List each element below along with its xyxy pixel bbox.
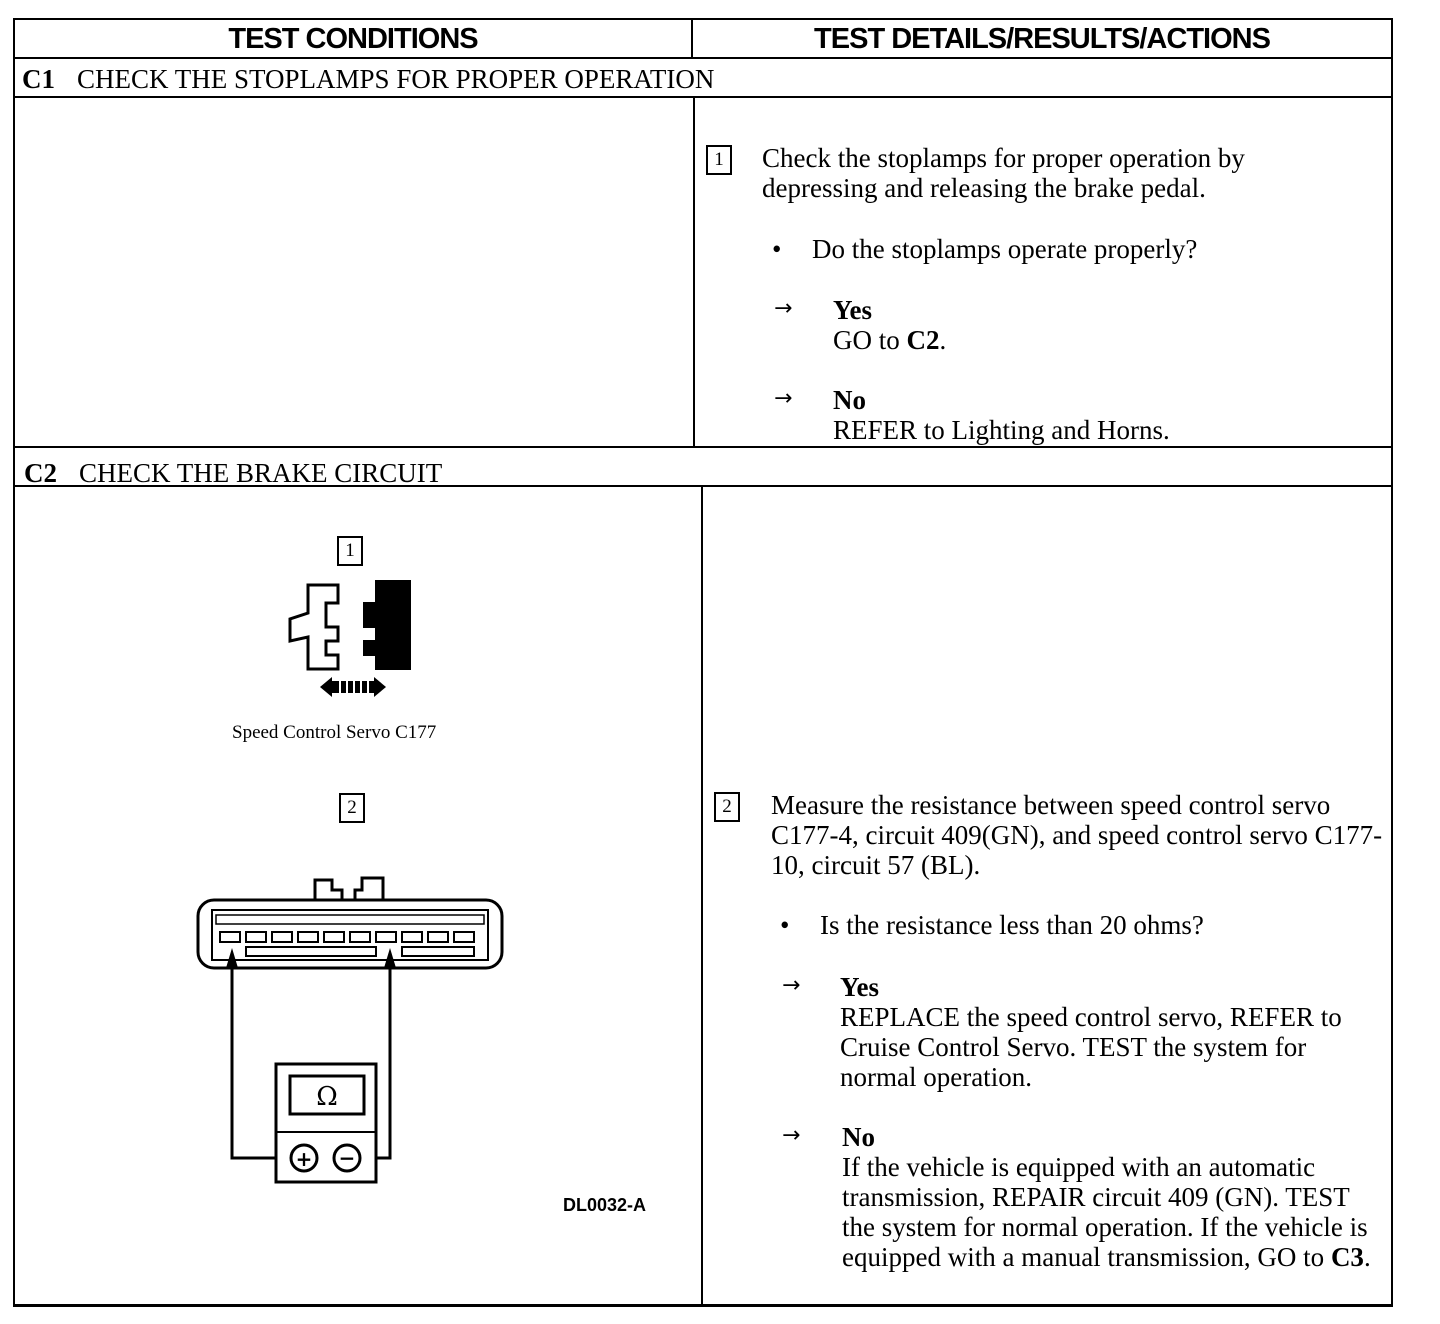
c1-question: Do the stoplamps operate properly? — [812, 234, 1198, 264]
c1-column-divider — [693, 97, 695, 447]
c2-title-text: CHECK THE BRAKE CIRCUIT — [79, 458, 443, 488]
negative-terminal-icon — [332, 1143, 362, 1173]
c1-no-answer: No REFER to Lighting and Horns. — [833, 385, 1353, 445]
c2-no-ref: C3 — [1330, 1242, 1364, 1272]
positive-terminal-icon — [289, 1143, 319, 1173]
c2-no-answer: No If the vehicle is equipped with an au… — [842, 1122, 1387, 1272]
disconnect-arrow-icon — [320, 677, 386, 697]
c2-yes-text: REPLACE the speed control servo, REFER t… — [840, 1002, 1342, 1092]
c2-no-arrow: → — [782, 1123, 801, 1148]
table-left-border — [13, 18, 15, 1307]
c2-yes-arrow: → — [782, 973, 801, 998]
c1-code: C1 — [22, 64, 55, 94]
c1-title-text: CHECK THE STOPLAMPS FOR PROPER OPERATION — [77, 64, 715, 94]
c1-yes-arrow: → — [774, 296, 793, 321]
connector-right-half — [363, 580, 411, 670]
c1-section-title: C1 CHECK THE STOPLAMPS FOR PROPER OPERATI… — [22, 64, 714, 95]
c2-section-title: C2 CHECK THE BRAKE CIRCUIT — [24, 458, 442, 489]
c1-question-bullet: • — [772, 234, 782, 264]
header-divider — [691, 18, 693, 58]
c1-step-number: 1 — [706, 145, 732, 175]
table-bottom-border — [13, 1304, 1393, 1307]
c2-question-bullet: • — [780, 910, 790, 940]
c1-title-bottom-border — [13, 96, 1393, 98]
c1-no-text: REFER to Lighting and Horns. — [833, 415, 1170, 445]
probe-tip-icon — [226, 948, 238, 968]
connector-latch — [313, 878, 344, 900]
c1-no-arrow: → — [774, 386, 793, 411]
c2-question: Is the resistance less than 20 ohms? — [820, 910, 1204, 940]
c2-no-pre: If the vehicle is equipped with an autom… — [842, 1152, 1368, 1272]
c2-step-text: Measure the resistance between speed con… — [771, 790, 1383, 880]
c1-no-label: No — [833, 385, 866, 415]
fig-step1-number: 1 — [337, 536, 363, 566]
c1-yes-answer: Yes GO to C2. — [833, 295, 1353, 355]
c2-step-number: 2 — [714, 792, 740, 822]
figure-id: DL0032-A — [563, 1195, 647, 1215]
fig-step2-number: 2 — [339, 793, 365, 823]
c2-yes-answer: Yes REPLACE the speed control servo, REF… — [840, 972, 1380, 1092]
negative-terminal-label: − — [339, 1146, 356, 1170]
table-top-border — [13, 18, 1393, 20]
c1-yes-ref: C2 — [906, 325, 940, 355]
column-header-test-details: TEST DETAILS/RESULTS/ACTIONS — [814, 22, 1271, 55]
ohm-symbol-icon: Ω — [316, 1082, 338, 1112]
connector-disconnect-illustration — [288, 580, 411, 697]
c2-no-post: . — [1363, 1242, 1371, 1272]
c1-bottom-border — [13, 446, 1393, 448]
header-bottom-border — [13, 57, 1393, 59]
c2-column-divider — [701, 486, 703, 1306]
column-header-test-conditions: TEST CONDITIONS — [228, 22, 478, 55]
ohmmeter-measurement-illustration: Ω + − — [196, 876, 504, 1184]
positive-terminal-label: + — [296, 1147, 313, 1171]
ohmmeter-display — [288, 1074, 366, 1116]
connector-latch — [353, 876, 385, 900]
table-right-border — [1391, 18, 1393, 1307]
connector-terminals — [219, 931, 475, 957]
connector-left-half — [288, 583, 340, 671]
c2-code: C2 — [24, 458, 57, 488]
fig-caption: Speed Control Servo C177 — [232, 722, 437, 743]
probe-tip-icon — [384, 948, 396, 968]
c1-step-text: Check the stoplamps for proper operation… — [762, 143, 1245, 203]
c2-yes-label: Yes — [840, 972, 879, 1002]
c2-no-label: No — [842, 1122, 875, 1152]
c1-yes-pre: GO to — [833, 325, 907, 355]
c1-yes-post: . — [939, 325, 947, 355]
c2-title-bottom-border — [13, 485, 1393, 487]
c1-yes-label: Yes — [833, 295, 872, 325]
